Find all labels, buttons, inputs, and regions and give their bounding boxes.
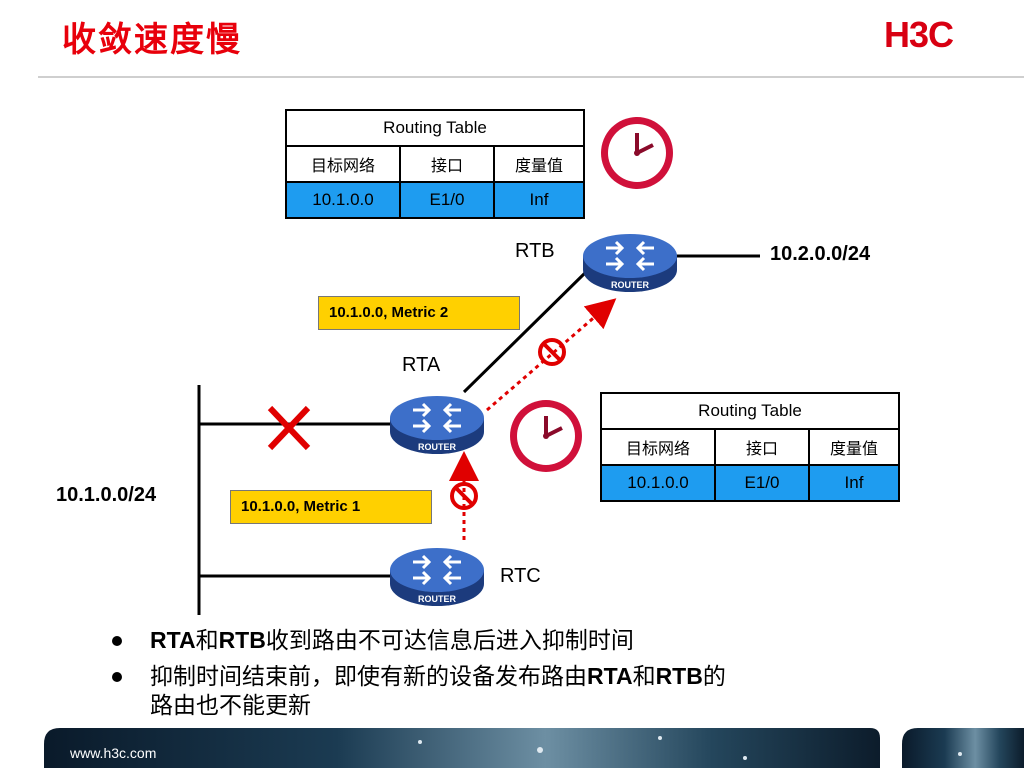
bullet-text: 和 xyxy=(632,664,656,690)
update-arrow-rta-rtb xyxy=(486,298,617,412)
table-cell: Inf xyxy=(493,181,585,219)
bullet-text: 和 xyxy=(195,628,219,654)
clock-icon xyxy=(601,117,673,189)
column-header: 目标网络 xyxy=(600,428,716,466)
list-item: 抑制时间结束前，即使有新的设备发布路由RTA和RTB的 路由也不能更新 xyxy=(112,662,910,721)
bullet-text: 收到路由不可达信息后进入抑制时间 xyxy=(265,628,634,654)
router-label-rtb: RTB xyxy=(515,240,555,262)
router-icon xyxy=(390,396,484,454)
column-header: 目标网络 xyxy=(285,145,401,183)
list-item: RTA和RTB收到路由不可达信息后进入抑制时间 xyxy=(112,626,910,656)
prohibit-icon xyxy=(450,482,478,510)
table-row: 10.1.0.0 E1/0 Inf xyxy=(285,181,585,219)
footer-url: www.h3c.com xyxy=(70,745,157,761)
table-cell: 10.1.0.0 xyxy=(285,181,401,219)
routing-table-rta: Routing Table 目标网络 接口 度量值 10.1.0.0 E1/0 … xyxy=(600,392,900,502)
table-row: 10.1.0.0 E1/0 Inf xyxy=(600,464,900,502)
router-badge: ROUTER xyxy=(418,594,456,604)
column-header: 接口 xyxy=(399,145,495,183)
link-rta-rtb xyxy=(462,270,588,394)
bullet-text: RTB xyxy=(655,663,703,689)
network-label-right: 10.2.0.0/24 xyxy=(770,243,871,265)
slide-title: 收敛速度慢 xyxy=(62,20,242,60)
clock-icon xyxy=(510,400,582,472)
column-header: 接口 xyxy=(714,428,810,466)
update-metric-1: 10.1.0.0, Metric 1 xyxy=(230,490,432,524)
bullet-text: 路由也不能更新 xyxy=(150,693,311,719)
network-label-left: 10.1.0.0/24 xyxy=(56,484,157,506)
column-header: 度量值 xyxy=(493,145,585,183)
router-label-rtc: RTC xyxy=(500,565,541,587)
cross-mark-icon xyxy=(267,405,311,451)
routing-table-rtb: Routing Table 目标网络 接口 度量值 10.1.0.0 E1/0 … xyxy=(285,109,585,219)
bullet-icon xyxy=(112,672,122,682)
table-caption: Routing Table xyxy=(285,109,585,147)
table-cell: Inf xyxy=(808,464,900,502)
router-icon xyxy=(583,234,677,292)
column-header: 度量值 xyxy=(808,428,900,466)
table-cell: E1/0 xyxy=(399,181,495,219)
table-caption: Routing Table xyxy=(600,392,900,430)
title-divider xyxy=(38,76,1024,78)
bullet-icon xyxy=(112,636,122,646)
bullet-text: RTA xyxy=(150,627,196,653)
router-icon xyxy=(390,548,484,606)
bullet-list: RTA和RTB收到路由不可达信息后进入抑制时间 抑制时间结束前，即使有新的设备发… xyxy=(112,626,910,727)
bullet-text: 的 xyxy=(702,664,726,690)
footer-banner xyxy=(44,728,1024,768)
bullet-text: 抑制时间结束前，即使有新的设备发布路由 xyxy=(150,664,587,690)
router-badge: ROUTER xyxy=(611,280,649,290)
router-label-rta: RTA xyxy=(402,354,441,376)
table-cell: E1/0 xyxy=(714,464,810,502)
h3c-logo: H3C xyxy=(884,14,954,55)
bullet-text: RTB xyxy=(218,627,266,653)
router-badge: ROUTER xyxy=(418,442,456,452)
bullet-text: RTA xyxy=(587,663,633,689)
table-cell: 10.1.0.0 xyxy=(600,464,716,502)
prohibit-icon xyxy=(538,338,566,366)
update-metric-2: 10.1.0.0, Metric 2 xyxy=(318,296,520,330)
